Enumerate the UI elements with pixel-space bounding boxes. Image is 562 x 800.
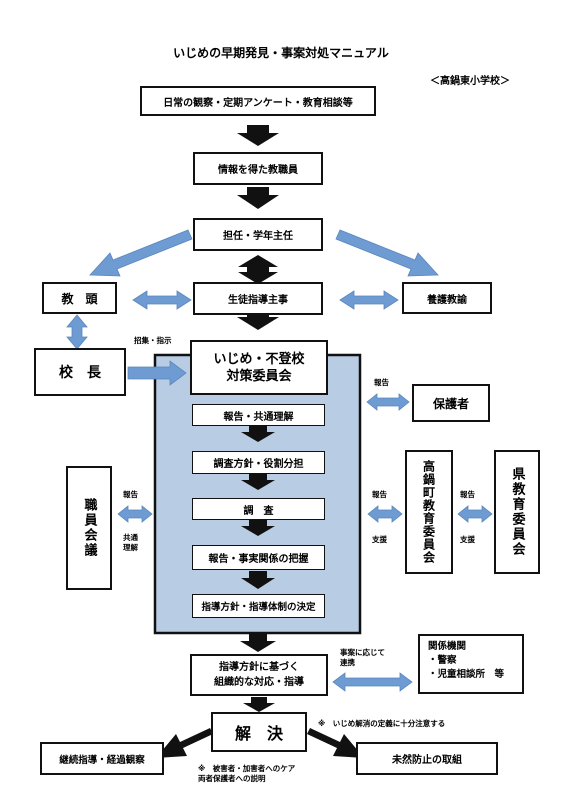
arrow-double-homeroom-guidance [238, 255, 278, 284]
arrow-homeroom-nurse [335, 229, 439, 277]
arrow-diag-left [156, 728, 213, 758]
arrow-town-pref [457, 505, 493, 523]
box-principal: 校 長 [34, 348, 126, 396]
step-policy-roles: 調査方針・役割分担 [192, 451, 325, 474]
arrow-guidance-nurse [339, 290, 399, 310]
arrow-down-5 [241, 474, 275, 490]
arrow-principal-committee [127, 360, 187, 386]
committee-panel [153, 353, 362, 635]
step-fact-finding: 報告・事実関係の把握 [192, 545, 325, 570]
arrow-down-4 [241, 426, 275, 442]
label-convene: 招集・指示 [134, 336, 172, 345]
box-response: 指導方針に基づく 組織的な対応・指導 [190, 654, 328, 696]
arrow-down-9 [243, 697, 275, 712]
arrow-response-agencies [332, 672, 413, 692]
box-prevention: 未然防止の取組 [356, 742, 498, 775]
box-head-teacher: 教 頭 [42, 282, 117, 314]
arrow-head-guidance [132, 290, 192, 310]
box-resolution: 解 決 [211, 712, 307, 752]
label-town-report: 報告 [372, 490, 387, 499]
step-investigation: 調 査 [192, 498, 325, 520]
box-pref-board: 県教育委員会 [494, 450, 540, 574]
box-committee: いじめ・不登校 対策委員会 [190, 340, 328, 395]
label-agencies-note: 事案に応じて 連携 [340, 648, 385, 667]
label-guardian-report: 報告 [374, 378, 389, 387]
page-title: いじめの早期発見・事案対処マニュアル [173, 46, 389, 60]
arrow-down-6 [241, 520, 275, 536]
arrow-down-1 [237, 125, 279, 146]
step-report-understanding: 報告・共通理解 [192, 404, 325, 426]
school-name: ＜高鍋東小学校＞ [430, 76, 510, 87]
box-guardian: 保護者 [412, 384, 490, 422]
box-agencies: 関係機関 ・警察 ・児童相談所 等 [418, 634, 524, 694]
label-pref-report: 報告 [460, 490, 475, 499]
box-observation: 日常の観察・定期アンケート・教育相談等 [140, 86, 376, 116]
agencies-child-center: ・児童相談所 等 [428, 669, 505, 680]
label-staff-understanding: 共通 理解 [123, 533, 138, 552]
box-staff-meeting: 職員会議 [66, 466, 112, 590]
pref-board-text: 県教育委員会 [509, 467, 525, 557]
box-homeroom: 担任・学年主任 [193, 218, 323, 251]
label-care-note: ※ 被害者・加害者へのケア 両者保護者への説明 [198, 764, 296, 783]
committee-title: いじめ・不登校 対策委員会 [213, 351, 305, 384]
arrow-homeroom-head [89, 229, 193, 277]
box-informed-staff: 情報を得た教職員 [193, 152, 323, 185]
town-board-text: 高鍋町教育委員会 [421, 460, 436, 564]
agencies-title: 関係機関 [428, 641, 467, 652]
agencies-police: ・警察 [428, 655, 457, 666]
arrow-down-2 [237, 187, 279, 209]
arrow-committee-town [367, 505, 403, 523]
box-town-board: 高鍋町教育委員会 [405, 450, 453, 574]
arrow-diag-right [307, 728, 364, 758]
blue-arrows [66, 229, 493, 692]
arrow-down-7 [241, 571, 275, 589]
arrow-staff-committee [117, 505, 153, 523]
down-arrows [156, 125, 364, 758]
step-decision: 指導方針・指導体制の決定 [192, 594, 325, 618]
arrow-committee-guardian [366, 393, 410, 411]
label-town-support: 支援 [372, 535, 387, 544]
arrow-down-8 [240, 633, 276, 652]
box-continued: 継続指導・経過観察 [40, 742, 164, 775]
box-nurse: 養護教諭 [402, 282, 492, 314]
label-pref-support: 支援 [460, 535, 475, 544]
arrow-head-principal [66, 314, 88, 350]
staff-meeting-text: 職員会議 [81, 498, 97, 558]
label-resolution-note: ※ いじめ解消の定義に十分注意する [318, 719, 446, 728]
label-staff-report: 報告 [123, 490, 138, 499]
box-guidance-lead: 生徒指導主事 [193, 282, 323, 315]
